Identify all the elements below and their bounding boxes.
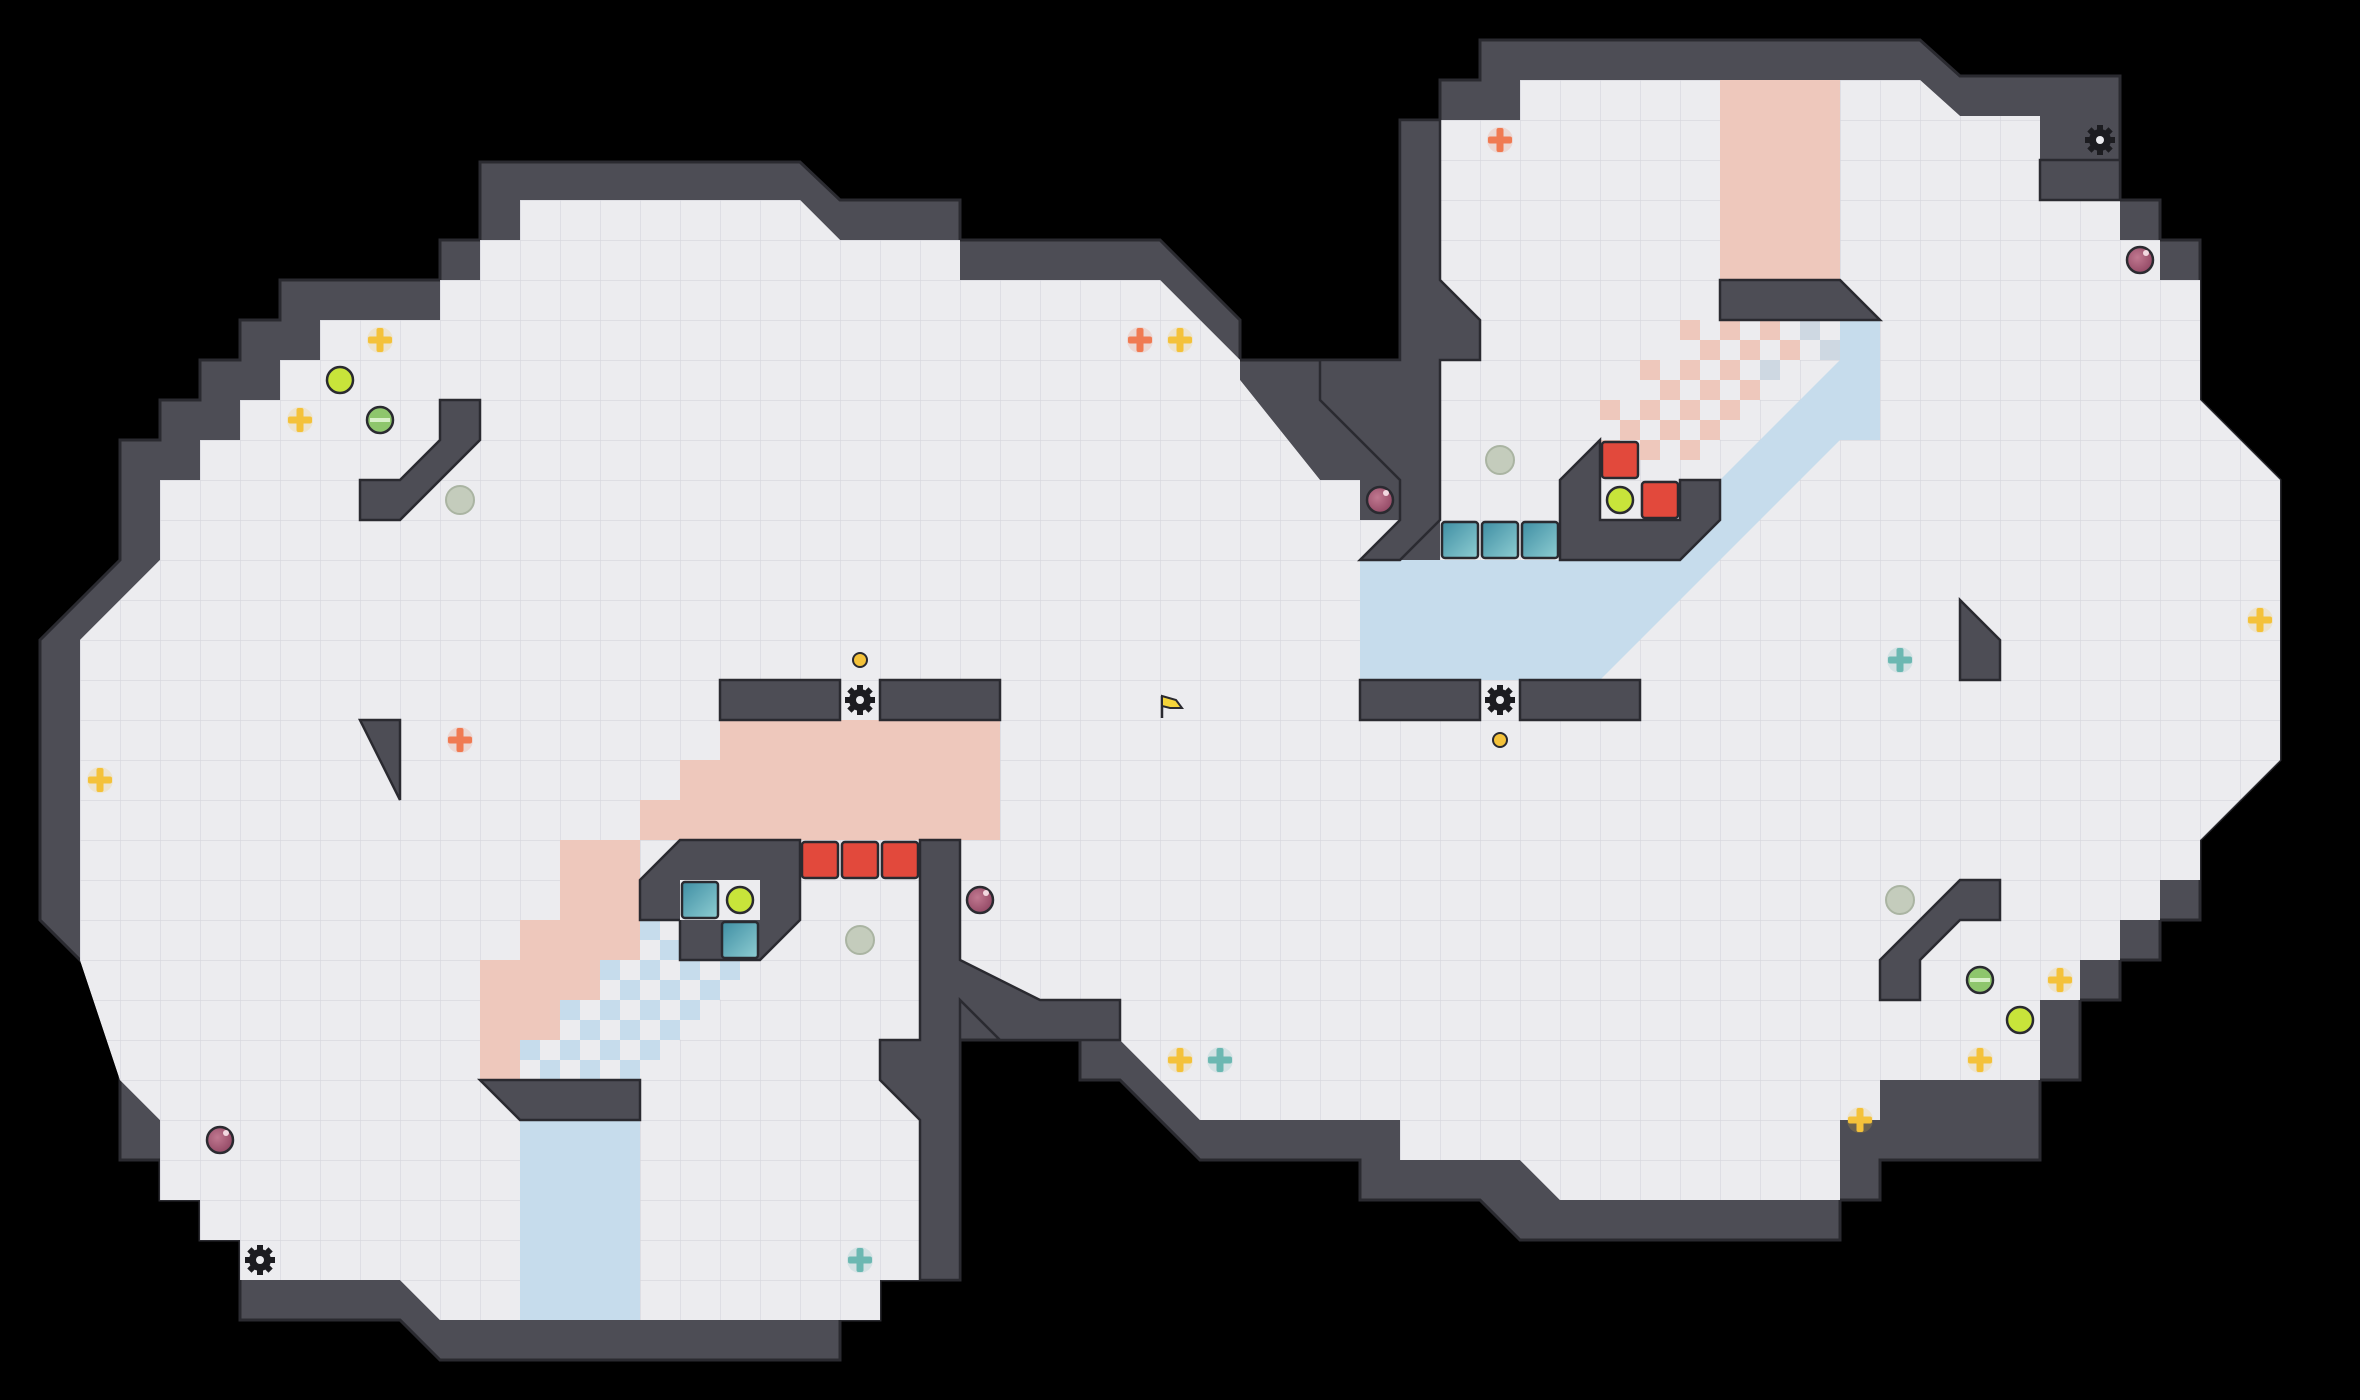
teal-plus-icon[interactable] bbox=[1207, 1047, 1233, 1073]
blue-blocks bbox=[680, 520, 1560, 960]
yellow-plus-icon[interactable] bbox=[287, 407, 313, 433]
yellow-plus-icon[interactable] bbox=[2247, 607, 2273, 633]
gear-icon[interactable] bbox=[245, 1245, 275, 1275]
orange-plus-icon[interactable] bbox=[447, 727, 473, 753]
yellow-plus-icon[interactable] bbox=[1847, 1107, 1873, 1133]
blue-block bbox=[680, 880, 720, 920]
yellow-plus-icon[interactable] bbox=[1167, 1047, 1193, 1073]
orange-plus-icon[interactable] bbox=[1127, 327, 1153, 353]
red-block bbox=[800, 840, 840, 880]
red-zone-upper-right bbox=[1600, 80, 1840, 460]
yellow-plus-icon[interactable] bbox=[1967, 1047, 1993, 1073]
gear-icon[interactable] bbox=[845, 685, 875, 715]
red-block bbox=[1640, 480, 1680, 520]
red-blocks bbox=[800, 440, 1680, 880]
gear-icon[interactable] bbox=[1485, 685, 1515, 715]
blue-block bbox=[1440, 520, 1480, 560]
blue-zone-upper-right bbox=[1360, 320, 1880, 680]
yellow-plus-icon[interactable] bbox=[1167, 327, 1193, 353]
red-block bbox=[880, 840, 920, 880]
teal-plus-icon[interactable] bbox=[847, 1247, 873, 1273]
ghost-markers bbox=[445, 445, 1915, 955]
coin-icon[interactable] bbox=[852, 652, 868, 668]
lime-orb-icon[interactable] bbox=[2005, 1005, 2035, 1035]
blue-zone-lower-left bbox=[520, 1120, 640, 1320]
red-zone-center-left bbox=[480, 720, 1000, 1080]
lime-orb-icon[interactable] bbox=[725, 885, 755, 915]
potion-icon[interactable] bbox=[2125, 245, 2155, 275]
orange-plus-icon[interactable] bbox=[1487, 127, 1513, 153]
gold-dots bbox=[852, 652, 1508, 748]
ghost-marker-icon bbox=[845, 925, 875, 955]
yellow-plus-icon[interactable] bbox=[367, 327, 393, 353]
potion-icon[interactable] bbox=[965, 885, 995, 915]
yellow-plus-icon[interactable] bbox=[87, 767, 113, 793]
inner-walls bbox=[357, 118, 2122, 1282]
potion-icon[interactable] bbox=[1365, 485, 1395, 515]
yellow-plus-icon[interactable] bbox=[2047, 967, 2073, 993]
striped-orbs bbox=[365, 405, 1995, 995]
striped-orb-icon[interactable] bbox=[365, 405, 395, 435]
lime-orb-icon[interactable] bbox=[325, 365, 355, 395]
lime-orb-icon[interactable] bbox=[1605, 485, 1635, 515]
teal-plus-icon[interactable] bbox=[1887, 647, 1913, 673]
ghost-marker-icon bbox=[445, 485, 475, 515]
potion-icon[interactable] bbox=[205, 1125, 235, 1155]
blue-block bbox=[1480, 520, 1520, 560]
flag-icon[interactable] bbox=[1160, 694, 1184, 718]
lime-orbs bbox=[325, 365, 2035, 1035]
coin-icon[interactable] bbox=[1492, 732, 1508, 748]
red-block bbox=[1600, 440, 1640, 480]
gear-icon[interactable] bbox=[2085, 125, 2115, 155]
ghost-marker-icon bbox=[1885, 885, 1915, 915]
ghost-marker-icon bbox=[1485, 445, 1515, 475]
plum-potions bbox=[205, 245, 2155, 1155]
blue-block bbox=[1520, 520, 1560, 560]
gears bbox=[245, 125, 2115, 1275]
red-block bbox=[840, 840, 880, 880]
blue-block bbox=[720, 920, 760, 960]
plus-pickups bbox=[87, 127, 2273, 1273]
striped-orb-icon[interactable] bbox=[1965, 965, 1995, 995]
